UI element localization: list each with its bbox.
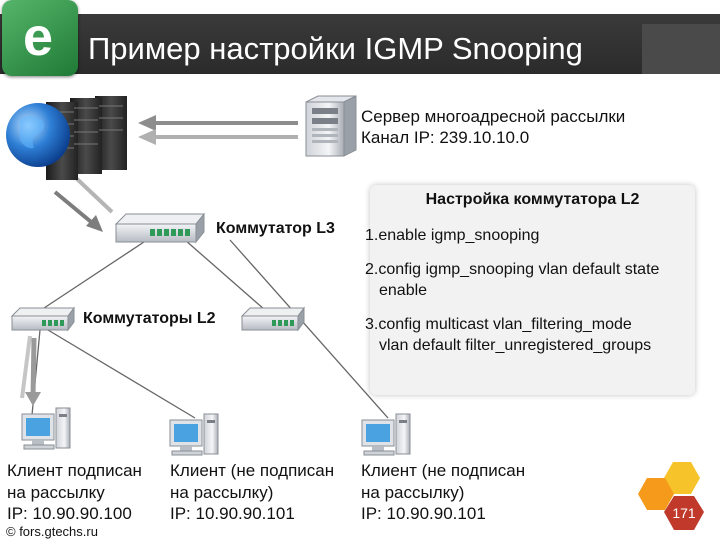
link-l3-client3 xyxy=(229,239,389,419)
client-3-status-cont: на рассылку) xyxy=(361,483,465,502)
switch-l2-left-icon xyxy=(10,306,75,332)
header-bar xyxy=(0,14,720,74)
hexagon-badge-icon xyxy=(638,462,704,530)
server-channel-ip: Канал IP: 239.10.10.0 xyxy=(361,128,530,147)
switch-l3-icon xyxy=(114,212,206,244)
copyright: © fors.gtechs.ru xyxy=(6,524,98,539)
header-accent xyxy=(642,24,720,74)
page-number: 171 xyxy=(672,505,696,521)
multicast-server-icon xyxy=(305,95,357,157)
link-l2-client2 xyxy=(47,329,196,419)
client-3-status: Клиент (не подписан xyxy=(361,461,526,480)
client-pc-1-icon xyxy=(21,407,71,450)
switch-l2-right-icon xyxy=(240,306,305,332)
client-2-status: Клиент (не подписан xyxy=(170,461,335,480)
client-1-ip: IP: 10.90.90.100 xyxy=(7,504,132,523)
logo-letter: e xyxy=(22,7,54,67)
core-servers-icon xyxy=(6,96,127,180)
globe-icon xyxy=(6,103,70,167)
client-1-status: Клиент подписан xyxy=(7,461,142,480)
config-command-3: 3.config multicast vlan_filtering_mode xyxy=(365,316,632,333)
connection-lines xyxy=(31,237,389,419)
config-panel xyxy=(370,185,695,395)
client-3-ip: IP: 10.90.90.101 xyxy=(361,504,486,523)
server-label: Сервер многоадресной рассылки xyxy=(361,107,626,126)
config-command-3-cont: vlan default filter_unregistered_groups xyxy=(379,337,652,354)
link-l3-l2-right xyxy=(184,239,266,311)
page-title: Пример настройки IGMP Snooping xyxy=(88,31,583,66)
switch-l3-label: Коммутатор L3 xyxy=(216,220,335,237)
client-pc-2-icon xyxy=(169,413,219,456)
client-pc-3-icon xyxy=(361,413,411,456)
link-l3-l2-left xyxy=(37,237,151,313)
logo-icon xyxy=(2,0,78,76)
client-2-ip: IP: 10.90.90.101 xyxy=(170,504,295,523)
client-2-status-cont: на рассылку) xyxy=(170,483,274,502)
switches-l2-label: Коммутаторы L2 xyxy=(83,310,216,327)
arrow-server-to-core xyxy=(138,115,298,145)
config-title: Настройка коммутатора L2 xyxy=(425,191,640,208)
config-command-2: 2.config igmp_snooping vlan default stat… xyxy=(365,261,660,278)
client-1-status-cont: на рассылку xyxy=(7,483,105,502)
arrow-core-to-l3 xyxy=(53,176,114,232)
config-command-1: 1.enable igmp_snooping xyxy=(365,227,540,244)
config-command-2-cont: enable xyxy=(379,282,428,299)
arrow-l2-to-client xyxy=(20,335,41,406)
